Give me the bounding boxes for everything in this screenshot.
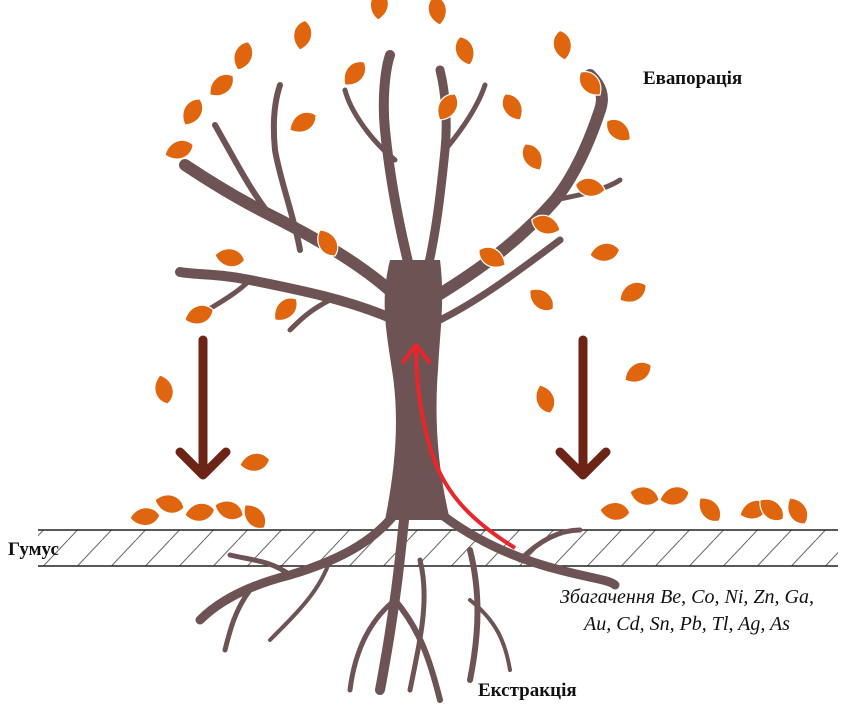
- extraction-label: Екстракція: [478, 680, 577, 702]
- leaf-icon: [621, 357, 656, 388]
- leaf-icon: [588, 241, 621, 264]
- leaf-icon: [238, 499, 271, 534]
- leaf-icon: [129, 506, 160, 527]
- leaf-icon: [517, 140, 548, 175]
- leaf-icon: [204, 69, 239, 102]
- leaf-icon: [162, 136, 196, 163]
- leaf-icon: [497, 90, 528, 125]
- leaf-icon: [338, 56, 371, 91]
- leaf-icon: [616, 277, 651, 308]
- enrichment-label-line1: Збагачення Be, Co, Ni, Zn, Ga,: [532, 586, 842, 609]
- leaf-icon: [782, 494, 813, 529]
- leaf-icon: [693, 492, 726, 527]
- leaf-icon: [524, 283, 559, 316]
- down-arrow-icon: [560, 340, 606, 475]
- leaf-icon: [212, 497, 246, 524]
- leaf-icon: [451, 34, 478, 68]
- evaporation-label: Евапорація: [643, 68, 742, 90]
- leaf-icon: [238, 451, 271, 474]
- leaf-icon: [291, 19, 314, 52]
- leaf-icon: [213, 246, 246, 269]
- leaf-icon: [230, 39, 257, 73]
- leaf-icon: [658, 484, 692, 509]
- leaf-icon: [286, 107, 321, 138]
- humus-layer: [38, 530, 838, 566]
- leaf-icon: [183, 501, 216, 524]
- leaf-icon: [532, 382, 559, 416]
- leaf-icon: [601, 114, 636, 147]
- leaf-icon: [369, 0, 390, 21]
- down-arrow-icon: [180, 340, 226, 475]
- leaf-icon: [151, 373, 176, 407]
- enrichment-label-line2: Au, Cd, Sn, Pb, Tl, Ag, As: [532, 613, 842, 636]
- leaf-icon: [628, 483, 662, 508]
- leaf-icon: [177, 95, 208, 130]
- leaf-icon: [599, 501, 630, 522]
- leaf-icon: [551, 29, 574, 62]
- leaf-icon: [426, 0, 449, 27]
- humus-label: Гумус: [8, 539, 59, 561]
